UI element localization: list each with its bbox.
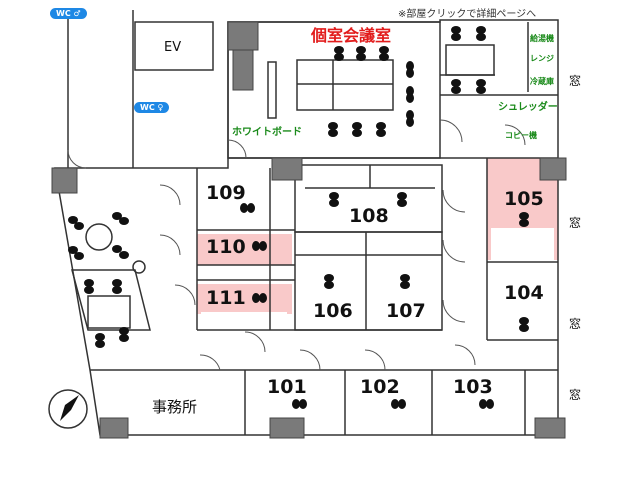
private-meeting-room-title[interactable]: 個室会議室 [311, 26, 392, 45]
window-label-4: 窓 [569, 388, 582, 402]
room-109[interactable]: 109 [206, 182, 246, 204]
elevator-label: EV [164, 40, 182, 55]
whiteboard-label: ホワイトボード [232, 127, 302, 138]
window-label-1: 窓 [569, 74, 582, 88]
room-106[interactable]: 106 [313, 300, 353, 322]
fridge-label: 冷蔵庫 [530, 77, 554, 86]
room-105[interactable]: 105 [504, 188, 544, 210]
office-label: 事務所 [152, 398, 198, 416]
chair-icons [68, 26, 529, 409]
window-label-3: 窓 [569, 317, 582, 331]
pillars [51, 21, 567, 439]
male-toilet-badge: WC ♂ [50, 8, 87, 19]
room-108[interactable]: 108 [349, 205, 389, 227]
room-110-fill [197, 234, 292, 265]
hot-water-label: 給湯機 [530, 34, 554, 43]
room-102[interactable]: 102 [360, 376, 400, 398]
room-101[interactable]: 101 [267, 376, 307, 398]
female-toilet-badge: WC ♀ [134, 102, 170, 113]
door-arcs [67, 119, 526, 371]
room-107[interactable]: 107 [386, 300, 426, 322]
room-111[interactable]: 111 [206, 287, 246, 309]
shredder-label: シュレッダー [498, 102, 558, 113]
click-instruction-note: ※部屋クリックで詳細ページへ [398, 9, 537, 20]
walls [54, 10, 559, 436]
copier-label: コピー機 [505, 131, 537, 140]
room-104[interactable]: 104 [504, 282, 544, 304]
room-110[interactable]: 110 [206, 236, 246, 258]
window-label-2: 窓 [569, 216, 582, 230]
room-103[interactable]: 103 [453, 376, 493, 398]
room-111-fill [197, 284, 292, 314]
microwave-label: レンジ [530, 54, 554, 63]
compass-icon [48, 389, 88, 429]
